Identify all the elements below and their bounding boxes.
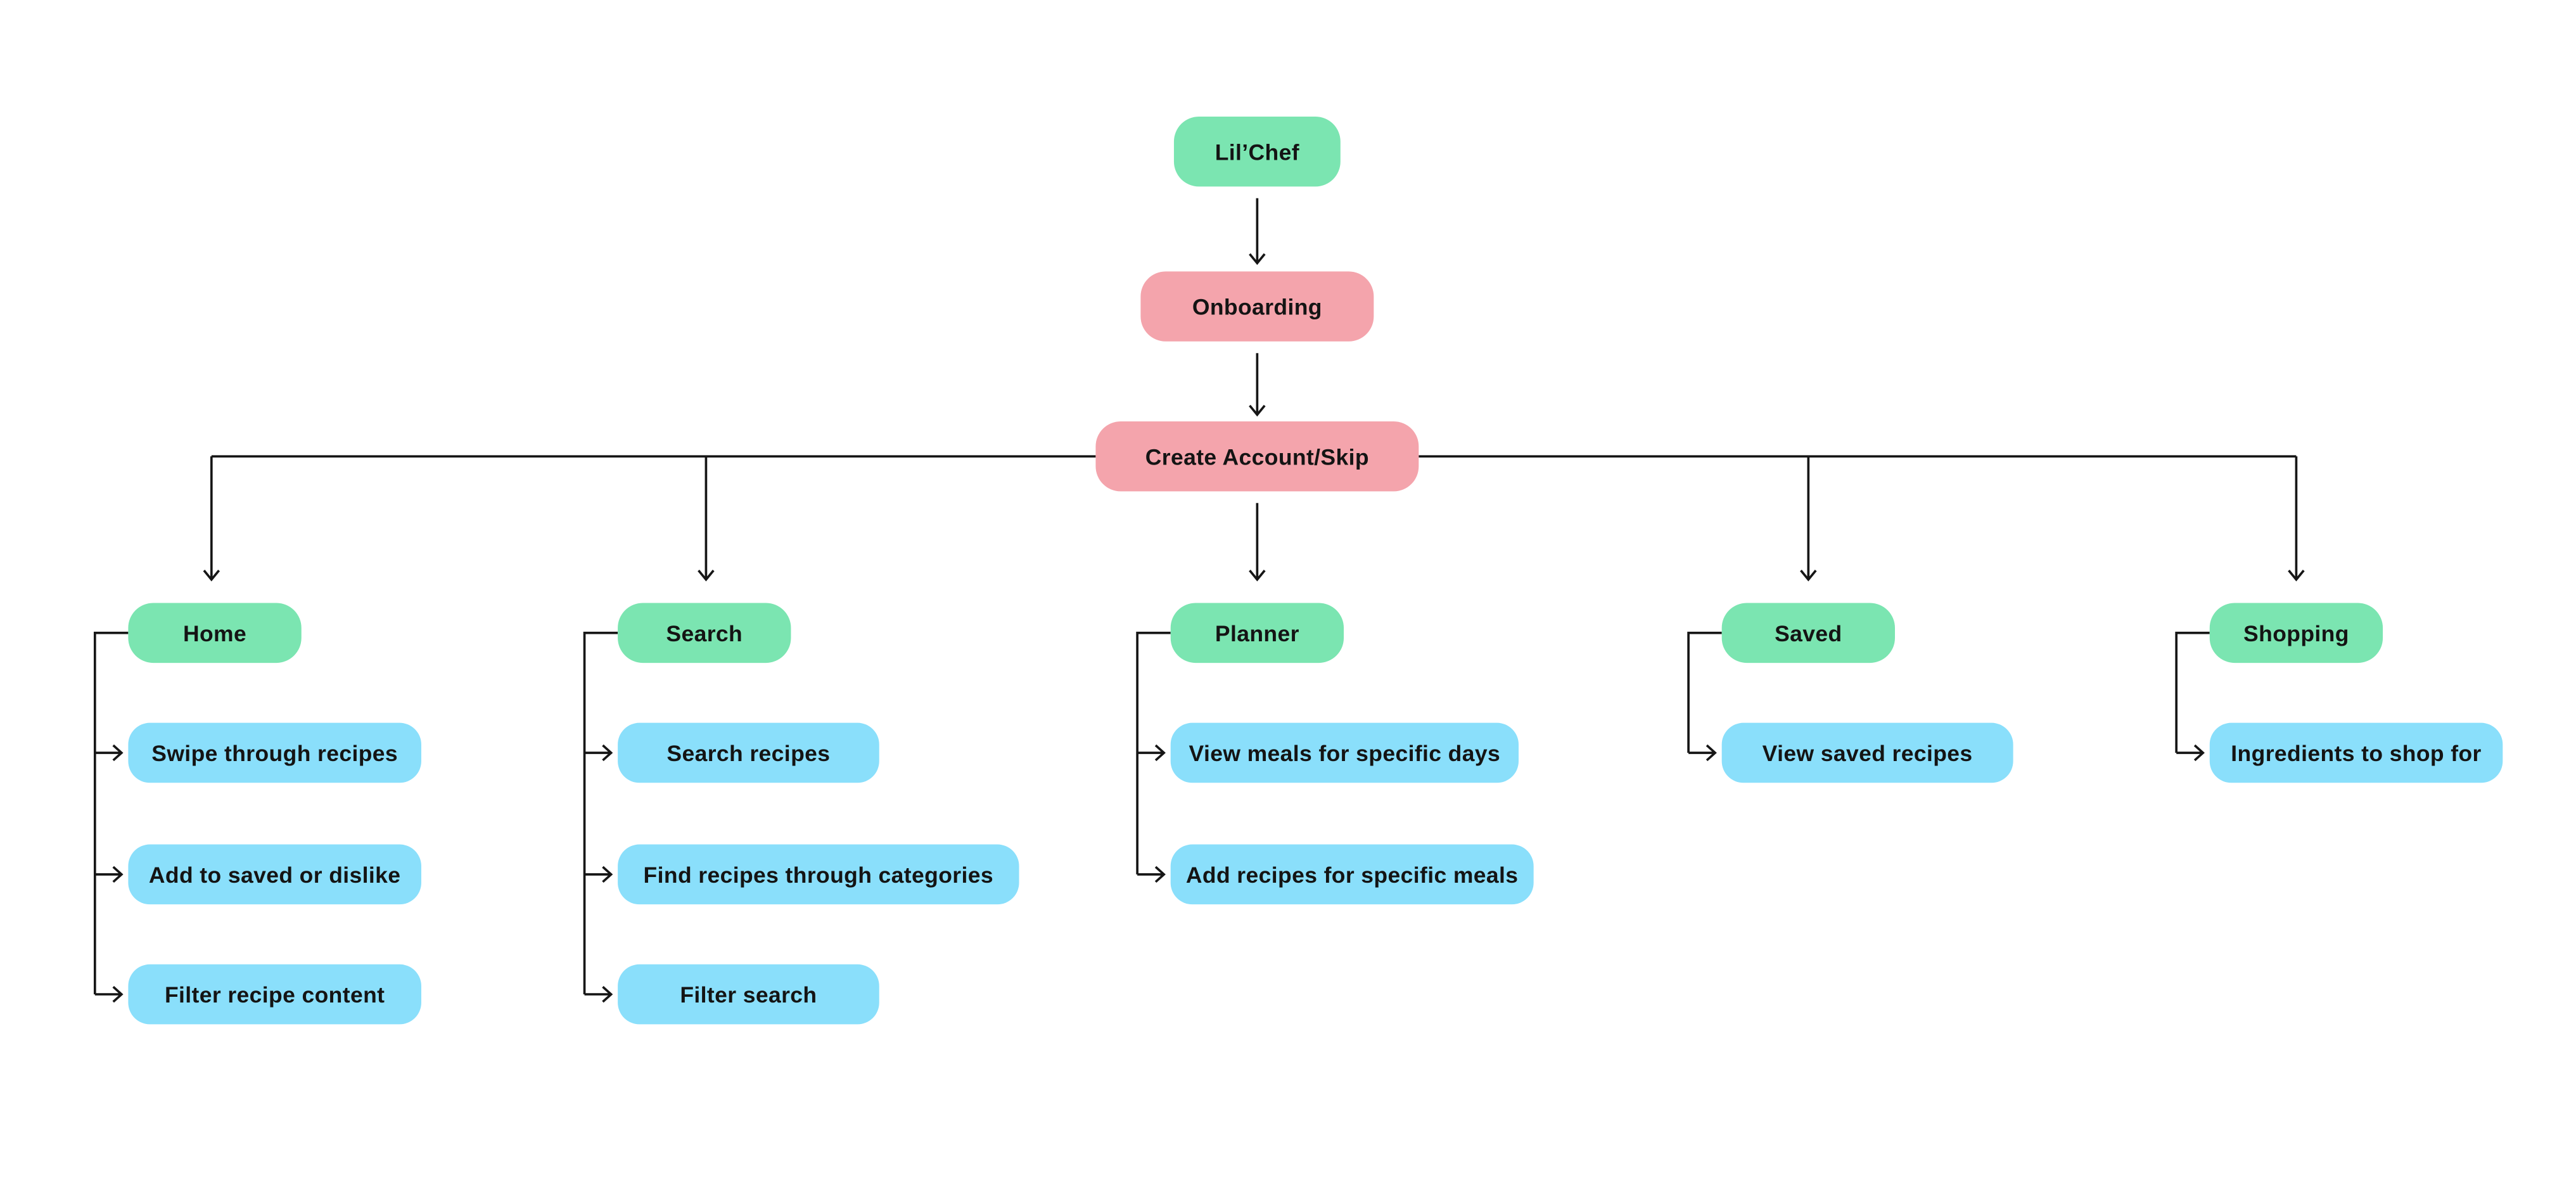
rail-planner [1136, 631, 1171, 883]
node-swipe-through-recipes: Swipe through recipes [128, 722, 421, 783]
node-view-saved-recipes: View saved recipes [1721, 722, 2013, 783]
rail-shopping [2175, 631, 2210, 762]
arrow-to-planner [1249, 503, 1266, 582]
node-search-recipes: Search recipes [618, 722, 879, 783]
node-ingredients-to-shop-for: Ingredients to shop for [2209, 722, 2503, 783]
node-view-meals-for-specific-days: View meals for specific days [1170, 722, 1519, 783]
node-create-account-skip: Create Account/Skip [1095, 421, 1419, 492]
arrow-root-to-onboarding [1249, 198, 1266, 266]
node-shopping: Shopping [2209, 603, 2383, 663]
arrow-to-search [698, 456, 715, 582]
node-add-recipes-for-specific-meals: Add recipes for specific meals [1170, 844, 1534, 905]
rail-saved [1687, 631, 1722, 762]
node-search: Search [618, 603, 791, 663]
node-filter-recipe-content: Filter recipe content [128, 964, 421, 1025]
arrow-to-saved [1800, 456, 1817, 582]
node-home: Home [128, 603, 302, 663]
node-lilchef: Lil’Chef [1173, 116, 1341, 187]
node-onboarding: Onboarding [1140, 271, 1374, 342]
arrow-onboarding-to-create [1249, 353, 1266, 417]
rail-home [93, 631, 129, 1003]
node-add-to-saved-or-dislike: Add to saved or dislike [128, 844, 421, 905]
node-planner: Planner [1170, 603, 1344, 663]
arrow-to-home [203, 456, 220, 582]
node-saved: Saved [1721, 603, 1896, 663]
rail-search [583, 631, 618, 1003]
arrow-to-shopping [2288, 456, 2305, 582]
node-filter-search: Filter search [618, 964, 879, 1025]
node-find-recipes-through-categories: Find recipes through categories [618, 844, 1019, 905]
